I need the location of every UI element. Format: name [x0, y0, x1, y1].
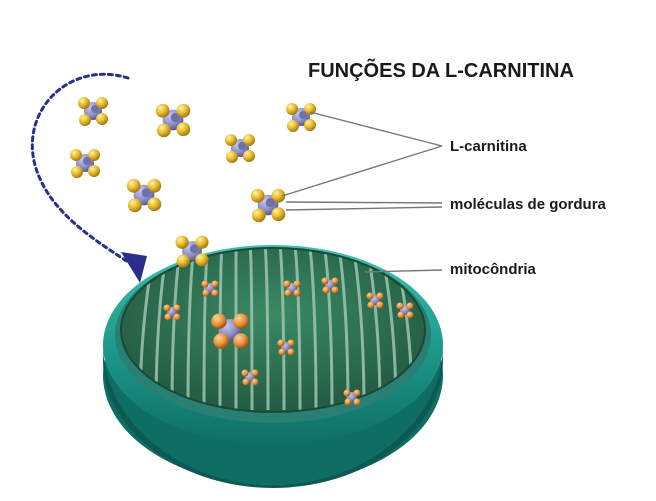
leader-lines	[281, 111, 443, 273]
dashed-arrow-icon	[30, 72, 147, 283]
carnitine-molecule-icon	[70, 97, 316, 268]
label-mitochondria: mitocôndria	[450, 261, 536, 278]
label-fat-molecules: moléculas de gordura	[450, 196, 607, 213]
diagram-title: FUNÇÕES DA L-CARNITINA	[308, 58, 574, 82]
mitochondria-icon	[103, 245, 443, 488]
label-carnitine: L-carnitina	[450, 138, 527, 155]
